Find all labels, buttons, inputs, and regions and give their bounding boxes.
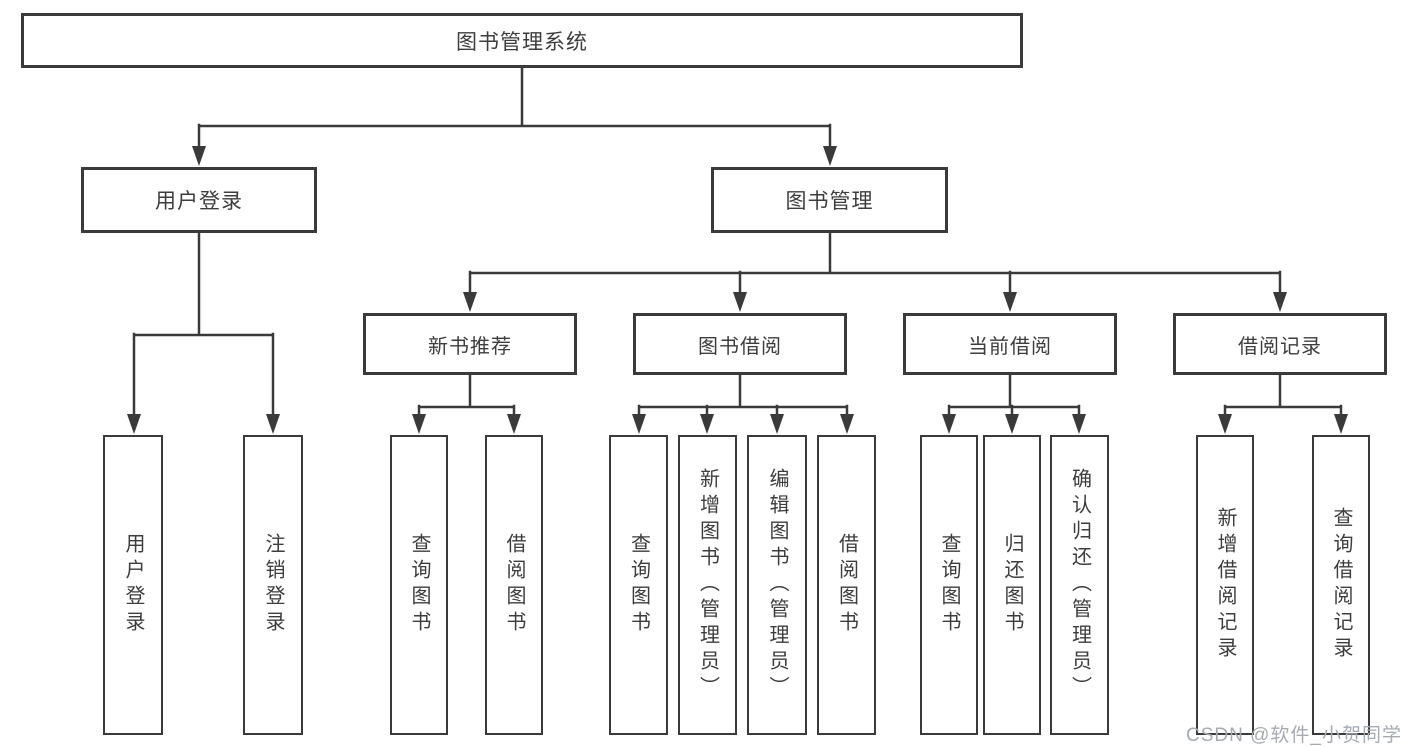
node-label: 图书管理: [785, 190, 874, 213]
node-book-management: 图书管理: [711, 167, 948, 233]
leaf-label: 归还图书: [1001, 533, 1023, 637]
csdn-watermark: CSDN @软件_小贺同学: [1186, 725, 1402, 746]
leaf-label: 借阅图书: [503, 533, 525, 637]
leaf-edit-books-admin: 编辑图书（管理员）: [747, 435, 807, 735]
leaf-label: 新增借阅记录: [1214, 507, 1236, 663]
leaf-borrow-books: 借阅图书: [485, 435, 543, 735]
leaf-query-books: 查询图书: [390, 435, 448, 735]
leaf-label: 查询图书: [627, 533, 650, 637]
leaf-label: 新增图书（管理员）: [696, 468, 719, 702]
node-label: 新书推荐: [428, 335, 512, 358]
node-book-borrowing: 图书借阅: [633, 313, 847, 375]
leaf-user-login: 用户登录: [103, 435, 163, 735]
node-label: 用户登录: [155, 190, 243, 213]
leaf-label: 查询图书: [938, 533, 960, 637]
leaf-borrow-books: 借阅图书: [817, 435, 876, 735]
node-label: 当前借阅: [968, 335, 1052, 358]
leaf-return-books: 归还图书: [983, 435, 1041, 735]
leaf-add-borrow-record: 新增借阅记录: [1196, 435, 1254, 735]
node-current-borrowing: 当前借阅: [903, 313, 1117, 375]
leaf-query-borrow-record: 查询借阅记录: [1312, 435, 1370, 735]
node-label: 图书借阅: [698, 335, 782, 358]
leaf-label: 用户登录: [122, 533, 144, 637]
node-borrowing-records: 借阅记录: [1173, 313, 1387, 375]
leaf-logout: 注销登录: [243, 435, 303, 735]
leaf-query-books: 查询图书: [920, 435, 978, 735]
leaf-label: 借阅图书: [835, 533, 858, 637]
leaf-label: 查询图书: [408, 533, 430, 637]
node-library-system: 图书管理系统: [21, 13, 1023, 68]
node-label: 图书管理系统: [456, 30, 588, 54]
leaf-query-books: 查询图书: [609, 435, 668, 735]
leaf-confirm-return-admin: 确认归还（管理员）: [1050, 435, 1109, 735]
leaf-label: 确认归还（管理员）: [1068, 468, 1091, 702]
leaf-add-books-admin: 新增图书（管理员）: [678, 435, 737, 735]
node-new-book-recommend: 新书推荐: [363, 313, 577, 375]
leaf-label: 查询借阅记录: [1330, 507, 1352, 663]
leaf-label: 编辑图书（管理员）: [766, 468, 788, 702]
node-user-login: 用户登录: [81, 167, 317, 233]
node-label: 借阅记录: [1238, 335, 1322, 358]
leaf-label: 注销登录: [262, 533, 284, 637]
